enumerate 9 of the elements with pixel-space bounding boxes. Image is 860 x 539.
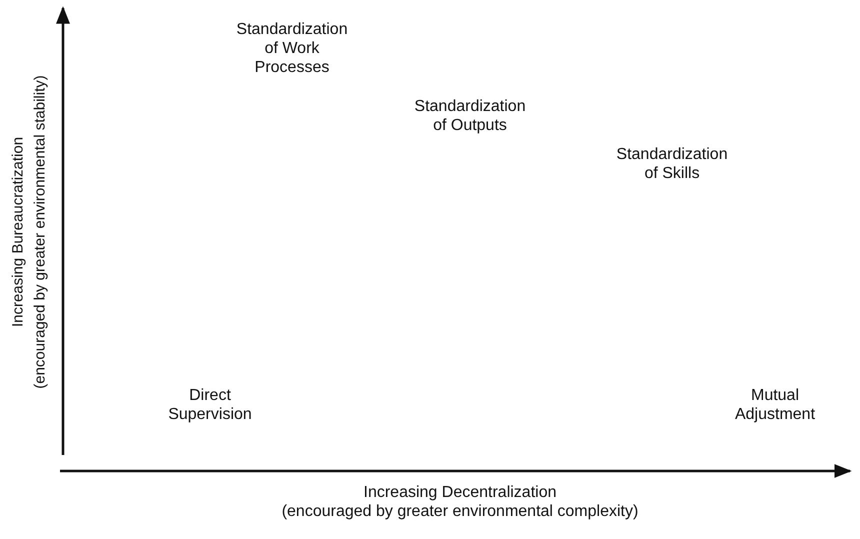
coordination-label: Direct Supervision [167,386,253,424]
coordination-label: Standardization of Skills [615,145,729,183]
coordination-label: Standardization of Outputs [413,97,527,135]
coordination-label: Standardization of Work Processes [235,20,349,77]
axis-label: (encouraged by greater environmental complexity) [280,502,640,521]
axis-label: Increasing Decentralization [362,483,558,502]
axis-label: Increasing Bureaucratization [10,136,26,328]
coordination-label: Mutual Adjustment [734,386,816,424]
axis-label: (encouraged by greater environmental stability) [32,75,48,389]
